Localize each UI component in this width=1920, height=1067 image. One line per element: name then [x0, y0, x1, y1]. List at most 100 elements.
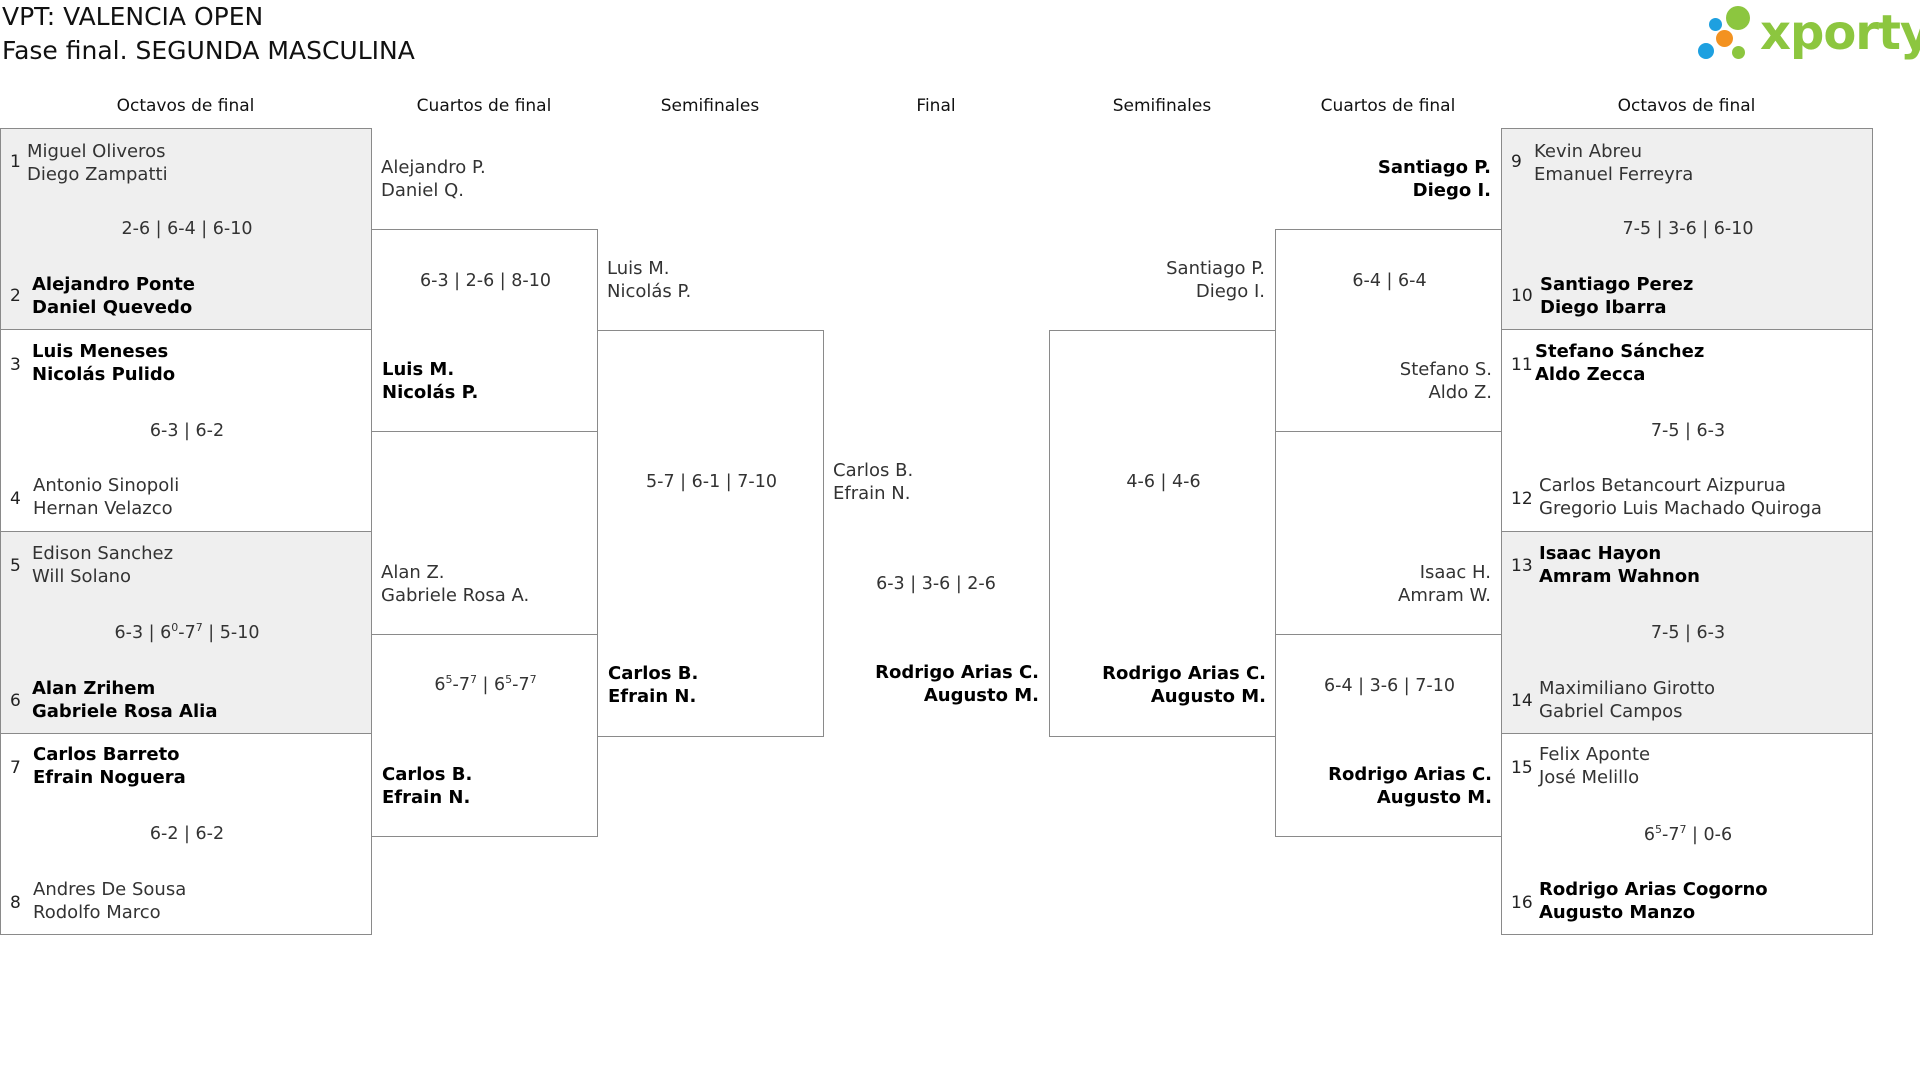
- player-name: Maximiliano Girotto: [1539, 678, 1716, 699]
- team-b-winner[interactable]: Rodrigo Arias Cogorno Augusto Manzo: [1539, 878, 1768, 924]
- header-left-octavos: Octavos de final: [116, 96, 255, 116]
- seed-number: 4: [10, 489, 21, 509]
- team-b-winner[interactable]: Santiago Perez Diego Ibarra: [1540, 273, 1693, 319]
- player-name: Diego I.: [1412, 180, 1491, 201]
- player-name: Gabriel Campos: [1539, 701, 1683, 722]
- player-name: Aldo Zecca: [1535, 364, 1646, 385]
- player-name: Rodrigo Arias C.: [1328, 764, 1492, 785]
- seed-number: 13: [1511, 556, 1533, 576]
- page-title: VPT: VALENCIA OPEN: [2, 2, 264, 31]
- match-left-octavos-4[interactable]: 7 Carlos Barreto Efrain Noguera 6-2 | 6-…: [0, 733, 372, 935]
- match-right-octavos-2[interactable]: 11 Stefano Sánchez Aldo Zecca 7-5 | 6-3 …: [1501, 329, 1873, 532]
- player-name: Gregorio Luis Machado Quiroga: [1539, 498, 1822, 519]
- seed-number: 9: [1511, 152, 1522, 172]
- player-name: Rodolfo Marco: [33, 902, 161, 923]
- match-right-cuartos-1[interactable]: 6-4 | 6-4 Stefano S. Aldo Z.: [1275, 229, 1502, 432]
- match-left-semi[interactable]: 5-7 | 6-1 | 7-10 Carlos B. Efrain N.: [597, 330, 824, 737]
- player-name: Efrain N.: [608, 686, 697, 707]
- match-right-octavos-1[interactable]: 9 Kevin Abreu Emanuel Ferreyra 7-5 | 3-6…: [1501, 128, 1873, 330]
- team-b-winner[interactable]: Alan Zrihem Gabriele Rosa Alia: [32, 677, 217, 723]
- team-a[interactable]: Edison Sanchez Will Solano: [32, 542, 173, 588]
- final-team-b-winner[interactable]: Rodrigo Arias C. Augusto M.: [823, 661, 1039, 707]
- player-name: Santiago P.: [1377, 157, 1491, 178]
- player-name: Isaac H.: [1419, 562, 1491, 583]
- player-name: Felix Aponte: [1539, 744, 1651, 765]
- final-score: 6-3 | 3-6 | 2-6: [876, 574, 996, 594]
- logo-text: xporty: [1760, 5, 1920, 61]
- logo-dot-blue: [1698, 43, 1714, 59]
- player-name: Will Solano: [32, 566, 132, 587]
- player-name: Alan Z.: [381, 562, 445, 583]
- seed-number: 15: [1511, 758, 1533, 778]
- header-right-cuartos: Cuartos de final: [1320, 96, 1456, 116]
- player-name: Gabriele Rosa A.: [381, 585, 530, 606]
- header-left-semis: Semifinales: [660, 96, 760, 116]
- player-name: Santiago P.: [1166, 258, 1265, 279]
- team-a-winner[interactable]: Stefano Sánchez Aldo Zecca: [1535, 340, 1704, 386]
- match-left-cuartos-2[interactable]: 65-77 | 65-77 Carlos B. Efrain N.: [371, 634, 598, 837]
- match-score: 6-3 | 6-2: [149, 421, 225, 441]
- team-b[interactable]: Stefano S. Aldo Z.: [1276, 358, 1492, 404]
- team-b[interactable]: Andres De Sousa Rodolfo Marco: [33, 878, 186, 924]
- match-score: 65-77 | 65-77: [434, 673, 537, 695]
- cuartos-left-2-team-a[interactable]: Alan Z. Gabriele Rosa A.: [381, 561, 529, 607]
- team-b-winner[interactable]: Rodrigo Arias C. Augusto M.: [1276, 763, 1492, 809]
- match-left-cuartos-1[interactable]: 6-3 | 2-6 | 8-10 Luis M. Nicolás P.: [371, 229, 598, 432]
- player-name: Augusto M.: [923, 685, 1039, 706]
- cuartos-left-1-team-a[interactable]: Alejandro P. Daniel Q.: [381, 156, 486, 202]
- team-a-winner[interactable]: Isaac Hayon Amram Wahnon: [1539, 542, 1700, 588]
- logo-dot-orange: [1716, 30, 1733, 47]
- player-name: Rodrigo Arias C.: [1102, 663, 1266, 684]
- final-team-a[interactable]: Carlos B. Efrain N.: [833, 459, 913, 505]
- team-b-winner[interactable]: Carlos B. Efrain N.: [608, 662, 698, 708]
- header-final: Final: [916, 96, 956, 116]
- player-name: Amram Wahnon: [1539, 566, 1700, 587]
- team-a[interactable]: Miguel Oliveros Diego Zampatti: [27, 140, 168, 186]
- logo-dot-green-small: [1732, 46, 1745, 59]
- player-name: Carlos Barreto: [33, 744, 180, 765]
- match-score: 7-5 | 3-6 | 6-10: [1622, 219, 1754, 239]
- logo-dot-green: [1726, 6, 1750, 30]
- player-name: Nicolás P.: [607, 281, 692, 302]
- match-left-octavos-2[interactable]: 3 Luis Meneses Nicolás Pulido 6-3 | 6-2 …: [0, 329, 372, 532]
- player-name: Santiago Perez: [1540, 274, 1694, 295]
- match-right-semi[interactable]: 4-6 | 4-6 Rodrigo Arias C. Augusto M.: [1049, 330, 1276, 737]
- player-name: Nicolás P.: [382, 382, 479, 403]
- team-b-winner[interactable]: Luis M. Nicolás P.: [382, 358, 478, 404]
- player-name: José Melillo: [1539, 767, 1640, 788]
- match-left-octavos-3[interactable]: 5 Edison Sanchez Will Solano 6-3 | 60-77…: [0, 531, 372, 734]
- header-right-octavos: Octavos de final: [1617, 96, 1756, 116]
- team-a-winner[interactable]: Carlos Barreto Efrain Noguera: [33, 743, 186, 789]
- team-a-winner[interactable]: Luis Meneses Nicolás Pulido: [32, 340, 175, 386]
- player-name: Kevin Abreu: [1534, 141, 1642, 162]
- player-name: Amram W.: [1398, 585, 1491, 606]
- team-b[interactable]: Maximiliano Girotto Gabriel Campos: [1539, 677, 1715, 723]
- seed-number: 8: [10, 893, 21, 913]
- match-score: 7-5 | 6-3: [1650, 421, 1726, 441]
- match-right-cuartos-2[interactable]: 6-4 | 3-6 | 7-10 Rodrigo Arias C. August…: [1275, 634, 1502, 837]
- team-b[interactable]: Carlos Betancourt Aizpurua Gregorio Luis…: [1539, 474, 1822, 520]
- logo-dot-blue-small: [1709, 18, 1722, 31]
- semi-right-team-a[interactable]: Santiago P. Diego I.: [1049, 257, 1265, 303]
- team-b[interactable]: Antonio Sinopoli Hernan Velazco: [33, 474, 179, 520]
- header-right-semis: Semifinales: [1112, 96, 1212, 116]
- team-b-winner[interactable]: Rodrigo Arias C. Augusto M.: [1050, 662, 1266, 708]
- semi-left-team-a[interactable]: Luis M. Nicolás P.: [607, 257, 691, 303]
- seed-number: 7: [10, 758, 21, 778]
- player-name: Carlos B.: [608, 663, 699, 684]
- player-name: Aldo Z.: [1428, 382, 1492, 403]
- player-name: Hernan Velazco: [33, 498, 173, 519]
- match-left-octavos-1[interactable]: 1 Miguel Oliveros Diego Zampatti 2-6 | 6…: [0, 128, 372, 330]
- team-a[interactable]: Kevin Abreu Emanuel Ferreyra: [1534, 140, 1693, 186]
- team-b-winner[interactable]: Carlos B. Efrain N.: [382, 763, 472, 809]
- player-name: Diego Zampatti: [27, 164, 168, 185]
- player-name: Diego I.: [1195, 281, 1265, 302]
- match-score: 65-77 | 0-6: [1643, 823, 1733, 845]
- team-b-winner[interactable]: Alejandro Ponte Daniel Quevedo: [32, 273, 195, 319]
- match-right-octavos-4[interactable]: 15 Felix Aponte José Melillo 65-77 | 0-6…: [1501, 733, 1873, 935]
- cuartos-right-1-team-a-winner[interactable]: Santiago P. Diego I.: [1275, 156, 1491, 202]
- match-right-octavos-3[interactable]: 13 Isaac Hayon Amram Wahnon 7-5 | 6-3 14…: [1501, 531, 1873, 734]
- cuartos-right-2-team-a[interactable]: Isaac H. Amram W.: [1275, 561, 1491, 607]
- player-name: Efrain Noguera: [33, 767, 186, 788]
- team-a[interactable]: Felix Aponte José Melillo: [1539, 743, 1650, 789]
